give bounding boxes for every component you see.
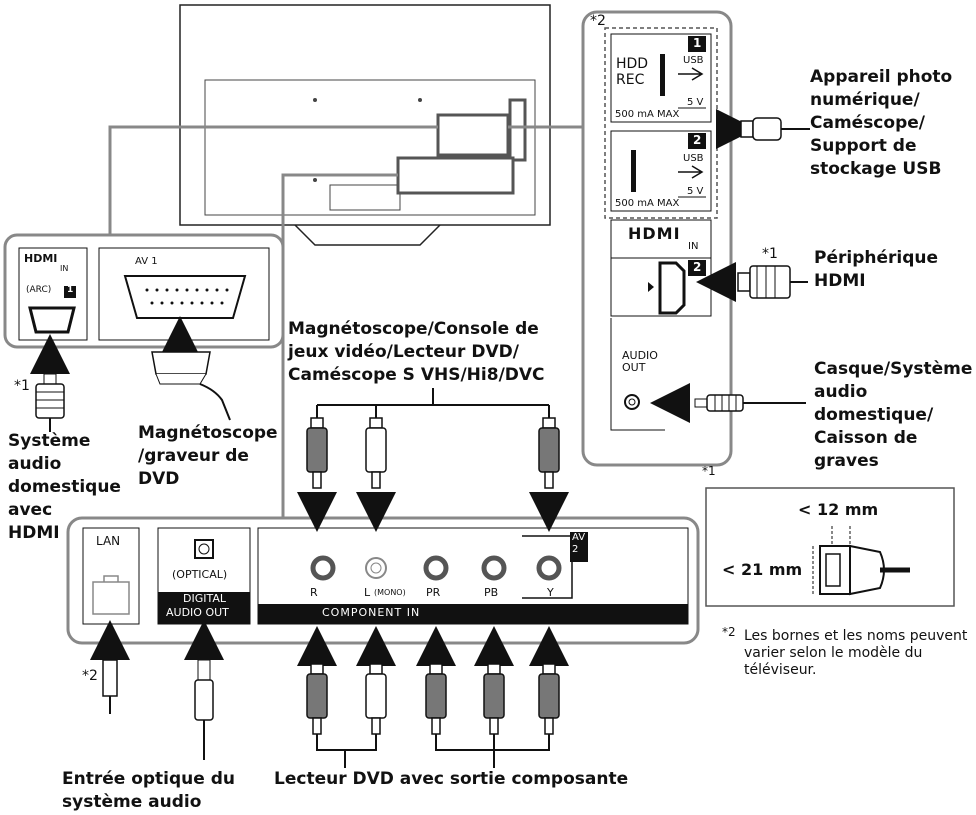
usb-label-1: USB	[683, 55, 704, 66]
connector-dim-box	[705, 487, 955, 607]
right-panel	[581, 10, 733, 467]
label-optical-input: Entrée optique du système audio	[62, 768, 235, 814]
label-line: REC	[616, 72, 645, 88]
audio-out-label: AUDIO OUT	[622, 350, 658, 374]
rca-jacks	[310, 555, 562, 581]
left-panel	[3, 233, 285, 349]
label-line: jeux vidéo/Lecteur DVD/	[288, 342, 519, 362]
pr-label: PR	[426, 586, 441, 599]
lan-label: LAN	[96, 534, 121, 548]
pb-label: PB	[484, 586, 499, 599]
bottom-panel	[66, 516, 700, 645]
av1-label: AV 1	[135, 256, 158, 267]
label-line: 2	[572, 544, 579, 555]
port-num-2: 2	[693, 133, 702, 147]
digital-label: DIGITAL	[183, 592, 227, 605]
top-rca-cables	[297, 388, 569, 532]
component-in-label: COMPONENT IN	[322, 606, 421, 619]
label-line: HDD	[616, 56, 649, 72]
label-line: avec	[8, 500, 53, 520]
footnote-marker-2: *2	[590, 13, 606, 29]
label-camera: Appareil photo numérique/ Caméscope/ Sup…	[810, 66, 952, 181]
current-label-1: 500 mA MAX	[615, 109, 680, 120]
label-line: Support de	[810, 136, 917, 156]
tv-back	[179, 4, 551, 246]
label-line: Appareil photo	[810, 67, 953, 87]
av2-label: AV 2	[572, 532, 585, 556]
label-home-audio-hdmi: Système audio domestique avec HDMI	[8, 430, 121, 545]
audio-out2-label: AUDIO OUT	[166, 606, 229, 619]
label-line: AV	[572, 532, 586, 543]
label-line: HDMI	[8, 523, 60, 543]
port-num-1: 1	[693, 36, 702, 50]
hdmi-logo-2: HDMI	[628, 224, 681, 243]
label-line: Système	[8, 431, 91, 451]
label-line: Caisson de	[814, 428, 918, 448]
label-line: domestique	[8, 477, 121, 497]
footnote-marker-2: *2	[82, 668, 98, 684]
voltage-label-1: 5 V	[687, 97, 704, 108]
label-line: OUT	[622, 361, 646, 374]
hdmi-plug-left	[30, 334, 70, 432]
dim-width: < 12 mm	[798, 500, 879, 519]
label-line: Casque/Système	[814, 359, 973, 379]
y-label: Y	[547, 586, 554, 599]
l-label: L	[364, 586, 371, 599]
note-line: téléviseur.	[744, 662, 817, 678]
label-line: Périphérique	[814, 248, 939, 268]
label-line: système audio	[62, 792, 202, 812]
label-line: audio	[814, 382, 868, 402]
dim-height: < 21 mm	[722, 560, 803, 579]
label-line: domestique/	[814, 405, 934, 425]
leader-lines	[108, 125, 583, 518]
label-line: DVD	[138, 469, 180, 489]
label-line: Caméscope S VHS/Hi8/DVC	[288, 365, 545, 385]
footnote-marker-1: *1	[762, 246, 778, 262]
hdmi-port-num-1: 1	[67, 285, 74, 295]
label-hdmi-device: Périphérique HDMI	[814, 247, 938, 293]
current-label-2: 500 mA MAX	[615, 198, 680, 209]
label-headphones: Casque/Système audio domestique/ Caisson…	[814, 358, 972, 473]
bottom-cables	[90, 620, 569, 768]
label-line: audio	[8, 454, 62, 474]
label-line: numérique/	[810, 90, 920, 110]
label-vcr-recorder: Magnétoscope /graveur de DVD	[138, 422, 278, 491]
usb-label-2: USB	[683, 153, 704, 164]
label-line: stockage USB	[810, 159, 942, 179]
r-label: R	[310, 586, 318, 599]
hdmi-in-2: IN	[688, 241, 699, 252]
footnote-marker-2: *2	[722, 625, 736, 639]
label-line: HDMI	[814, 271, 866, 291]
hdd-rec-label: HDD REC	[616, 56, 648, 88]
arc-label: (ARC)	[26, 285, 52, 295]
usb-plug	[716, 109, 810, 149]
label-line: /graveur de	[138, 446, 249, 466]
label-line: Magnétoscope/Console de	[288, 319, 539, 339]
footnote-2-text: Les bornes et les noms peuvent varier se…	[744, 628, 967, 679]
note-line: Les bornes et les noms peuvent	[744, 628, 968, 644]
label-line: Entrée optique du	[62, 769, 235, 789]
hdmi-in-1: IN	[60, 264, 69, 273]
label-line: Magnétoscope	[138, 423, 278, 443]
note-line: varier selon le modèle du	[744, 645, 923, 661]
hdmi-plug-right	[696, 262, 808, 302]
hdmi-port-num-2: 2	[693, 260, 702, 274]
optical-label: (OPTICAL)	[172, 568, 228, 581]
voltage-label-2: 5 V	[687, 186, 704, 197]
label-av-sources: Magnétoscope/Console de jeux vidéo/Lecte…	[288, 318, 545, 387]
mono-label: (MONO)	[374, 588, 406, 597]
label-line: AUDIO	[622, 349, 658, 362]
label-line: Caméscope/	[810, 113, 925, 133]
footnote-marker-1: *1	[14, 378, 30, 394]
label-line: graves	[814, 451, 879, 471]
hdmi-logo-1: HDMI	[24, 252, 58, 265]
scart-plug	[151, 316, 231, 421]
label-dvd-component: Lecteur DVD avec sortie composante	[274, 769, 629, 789]
audio-plug	[650, 383, 806, 423]
footnote-marker-1: *1	[702, 464, 716, 478]
